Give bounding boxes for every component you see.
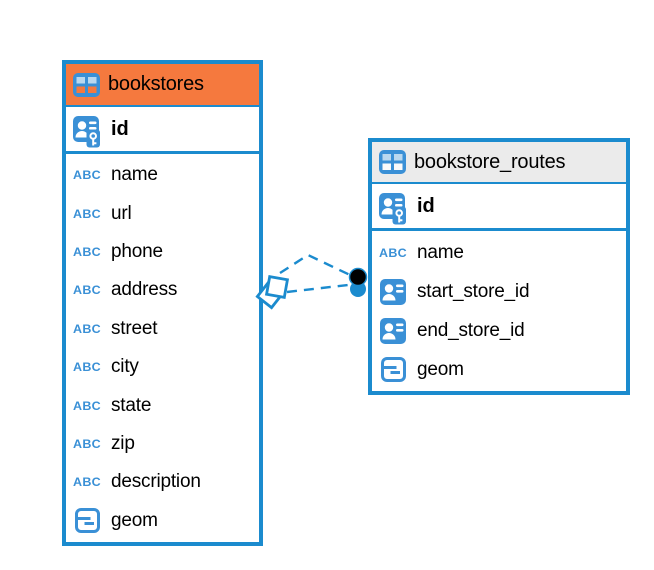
relationship-link[interactable] bbox=[255, 253, 368, 310]
column-label: name bbox=[111, 164, 158, 186]
text-type-icon: ABC bbox=[73, 322, 101, 336]
column-label: city bbox=[111, 356, 139, 378]
column-label: zip bbox=[111, 433, 135, 455]
table-header-bookstores[interactable]: bookstores bbox=[66, 64, 259, 107]
column-label: geom bbox=[111, 509, 158, 531]
column-label: start_store_id bbox=[417, 280, 530, 302]
column-label: end_store_id bbox=[417, 319, 525, 341]
column-label: description bbox=[111, 471, 201, 493]
column-label: street bbox=[111, 317, 158, 339]
table-title: bookstore_routes bbox=[414, 150, 566, 173]
text-type-icon: ABC bbox=[73, 206, 101, 221]
column-row-url[interactable]: ABC url bbox=[66, 194, 259, 232]
text-type-icon: ABC bbox=[73, 283, 101, 298]
column-row-address[interactable]: ABC address bbox=[66, 271, 259, 309]
column-label: id bbox=[417, 194, 435, 217]
entity-table-bookstore-routes[interactable]: bookstore_routes id ABC name bbox=[368, 138, 630, 395]
column-label: name bbox=[417, 241, 464, 263]
table-columns: ABC name ABC url ABC phone ABC address A… bbox=[66, 154, 259, 542]
dot-marker[interactable] bbox=[348, 267, 368, 298]
column-row-zip[interactable]: ABC zip bbox=[66, 425, 259, 463]
text-type-icon: ABC bbox=[73, 245, 101, 259]
column-row-name[interactable]: ABC name bbox=[66, 156, 259, 194]
column-label: state bbox=[111, 394, 152, 416]
table-title: bookstores bbox=[108, 73, 204, 95]
column-row-start-store-id[interactable]: start_store_id bbox=[372, 272, 626, 311]
table-icon bbox=[379, 150, 406, 174]
text-type-icon: ABC bbox=[73, 475, 101, 490]
column-label: geom bbox=[417, 358, 464, 380]
table-header-bookstore-routes[interactable]: bookstore_routes bbox=[372, 142, 626, 184]
text-type-icon: ABC bbox=[73, 437, 101, 451]
column-row-street[interactable]: ABC street bbox=[66, 310, 259, 348]
text-type-icon: ABC bbox=[73, 168, 101, 182]
entity-table-bookstores[interactable]: bookstores id ABC name ABC url bbox=[62, 60, 263, 546]
column-row-description[interactable]: ABC description bbox=[66, 463, 259, 501]
column-row-city[interactable]: ABC city bbox=[66, 348, 259, 386]
column-row-id[interactable]: id bbox=[66, 107, 259, 154]
text-type-icon: ABC bbox=[73, 360, 101, 374]
geometry-type-icon bbox=[74, 508, 100, 534]
column-row-name[interactable]: ABC name bbox=[372, 233, 626, 272]
column-row-phone[interactable]: ABC phone bbox=[66, 233, 259, 271]
column-row-id[interactable]: id bbox=[372, 184, 626, 231]
table-icon bbox=[73, 72, 100, 97]
reference-icon bbox=[380, 278, 406, 305]
column-label: address bbox=[111, 279, 178, 301]
column-label: url bbox=[111, 202, 132, 224]
column-row-state[interactable]: ABC state bbox=[66, 386, 259, 424]
column-label: phone bbox=[111, 241, 163, 263]
relationship-line-upper[interactable] bbox=[279, 253, 351, 277]
text-type-icon: ABC bbox=[379, 245, 407, 260]
column-label: id bbox=[111, 117, 129, 140]
reference-icon bbox=[380, 317, 406, 344]
primary-key-icon bbox=[378, 192, 406, 224]
column-row-end-store-id[interactable]: end_store_id bbox=[372, 311, 626, 350]
primary-key-icon bbox=[72, 115, 100, 147]
column-row-geom[interactable]: geom bbox=[66, 502, 259, 540]
relationship-line-lower[interactable] bbox=[286, 283, 349, 294]
table-columns: ABC name start_store_id bbox=[372, 231, 626, 391]
text-type-icon: ABC bbox=[73, 398, 101, 413]
column-row-geom[interactable]: geom bbox=[372, 350, 626, 389]
geometry-type-icon bbox=[380, 357, 406, 382]
